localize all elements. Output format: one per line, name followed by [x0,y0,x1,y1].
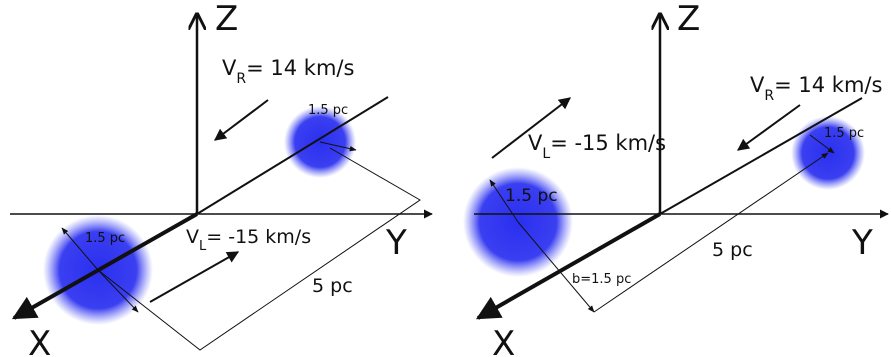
right-impact-label: b=1.5 pc [572,272,631,287]
right-vr-arrow [737,104,801,151]
right-y-label: Y [851,223,873,263]
left-far-radius-label: 1.5 pc [308,103,348,118]
left-far-radius-arrow [319,141,357,152]
left-vr-label: VR= 14 km/s [222,56,354,87]
right-z-label: Z [677,0,700,39]
left-near-radius-arrow-2 [97,269,139,313]
right-far-radius-label: 1.5 pc [824,126,864,141]
right-far-radius-arrow [809,134,835,154]
left-x-axis [11,212,198,320]
left-near-radius-arrow [61,227,99,271]
left-panel: Z Y X VR= 14 km/s VL= -15 km/s 1.5 pc 1.… [10,0,433,357]
right-near-radius-arrow [489,179,519,223]
left-vl-label: VL= -15 km/s [186,226,311,254]
left-separation-box [97,147,421,351]
left-vr-arrow [214,99,269,141]
left-vl-arrow [149,251,240,303]
left-y-label: Y [385,223,407,263]
right-vr-label: VR= 14 km/s [750,73,882,104]
right-far-trajectory [659,97,863,215]
left-near-radius-label: 1.5 pc [85,231,125,246]
right-near-radius-label: 1.5 pc [505,186,558,206]
left-z-label: Z [215,0,238,39]
left-separation-label: 5 pc [312,275,353,297]
right-separation-arrow [593,152,829,313]
right-panel: Z Y X VR= 14 km/s VL= -15 km/s 1.5 pc 1.… [463,0,889,357]
right-vl-label: VL= -15 km/s [528,131,666,162]
left-x-label: X [28,324,51,357]
right-vl-arrow [491,97,571,159]
right-separation-label: 5 pc [712,239,753,261]
right-x-label: X [492,324,515,357]
left-far-trajectory [196,96,389,215]
right-x-axis [475,212,661,320]
right-impact-arrow [517,221,595,313]
